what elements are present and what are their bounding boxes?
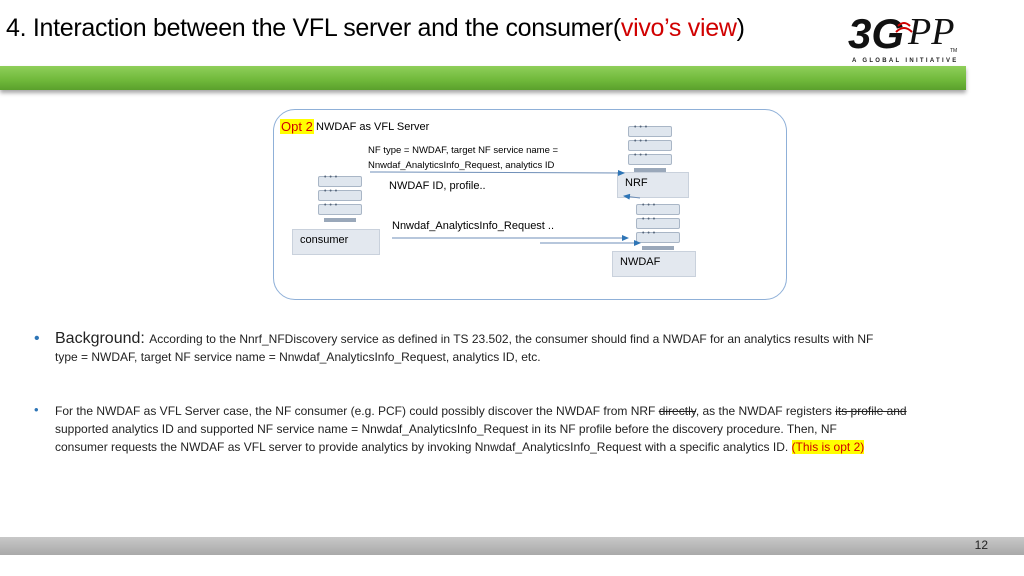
diagram-title: NWDAF as VFL Server bbox=[316, 121, 430, 133]
opt2-text-1b: , as the NWDAF registers bbox=[695, 404, 836, 418]
discovery-request-label: NF type = NWDAF, target NF service name … bbox=[368, 143, 558, 173]
svg-text:PP: PP bbox=[907, 11, 954, 53]
bullet-marker: • bbox=[34, 402, 39, 417]
opt2-text-1a: For the NWDAF as VFL Server case, the NF… bbox=[55, 404, 659, 418]
background-paragraph: Background: According to the Nnrf_NFDisc… bbox=[55, 330, 995, 366]
footer-bar bbox=[0, 537, 1024, 555]
nwdaf-node: NWDAF bbox=[612, 251, 696, 277]
logo-tagline: A GLOBAL INITIATIVE bbox=[852, 58, 959, 64]
opt2-note: (This is opt 2) bbox=[791, 440, 865, 454]
header-banner bbox=[0, 66, 966, 90]
nrf-node: NRF bbox=[617, 172, 689, 198]
title-close: ) bbox=[736, 14, 745, 42]
consumer-node: consumer bbox=[292, 229, 380, 255]
svg-text:TM: TM bbox=[950, 48, 957, 54]
nrf-label: NRF bbox=[625, 177, 648, 189]
discovery-response-label: NWDAF ID, profile.. bbox=[389, 180, 486, 192]
3gpp-logo: 3G PP TM bbox=[848, 10, 957, 57]
background-text-line-2: type = NWDAF, target NF service name = N… bbox=[55, 350, 541, 364]
page-number: 12 bbox=[974, 538, 988, 552]
server-icon bbox=[318, 174, 362, 222]
slide-title: 4. Interaction between the VFL server an… bbox=[6, 14, 745, 43]
opt2-text-2: supported analytics ID and supported NF … bbox=[55, 422, 837, 436]
opt2-strike-2: its profile and bbox=[835, 404, 907, 418]
discovery-request-arrow bbox=[369, 169, 625, 176]
svg-text:3G: 3G bbox=[848, 10, 904, 57]
title-main: 4. Interaction between the VFL server an… bbox=[6, 14, 621, 42]
discovery-request-line-2: Nnwdaf_AnalyticsInfo_Request, analytics … bbox=[368, 160, 555, 171]
analytics-request-label: Nnwdaf_AnalyticsInfo_Request .. bbox=[392, 220, 555, 232]
sequence-diagram-frame bbox=[273, 109, 787, 300]
bullet-marker: • bbox=[34, 330, 40, 347]
opt2-strike-1: directly bbox=[658, 404, 696, 418]
server-icon bbox=[636, 202, 680, 250]
consumer-label: consumer bbox=[300, 234, 349, 246]
background-heading: Background: bbox=[55, 330, 150, 347]
server-icon bbox=[628, 124, 672, 172]
background-text-line-1: According to the Nnrf_NFDiscovery servic… bbox=[149, 332, 874, 346]
opt2-paragraph: For the NWDAF as VFL Server case, the NF… bbox=[55, 402, 1005, 456]
opt2-text-3: consumer requests the NWDAF as VFL serve… bbox=[55, 440, 792, 454]
title-highlight: vivo’s view bbox=[620, 14, 737, 42]
option-label: Opt 2 bbox=[280, 119, 314, 134]
discovery-request-line-1: NF type = NWDAF, target NF service name … bbox=[368, 145, 559, 156]
discovery-response-arrow bbox=[623, 193, 641, 200]
nwdaf-label: NWDAF bbox=[620, 256, 661, 268]
